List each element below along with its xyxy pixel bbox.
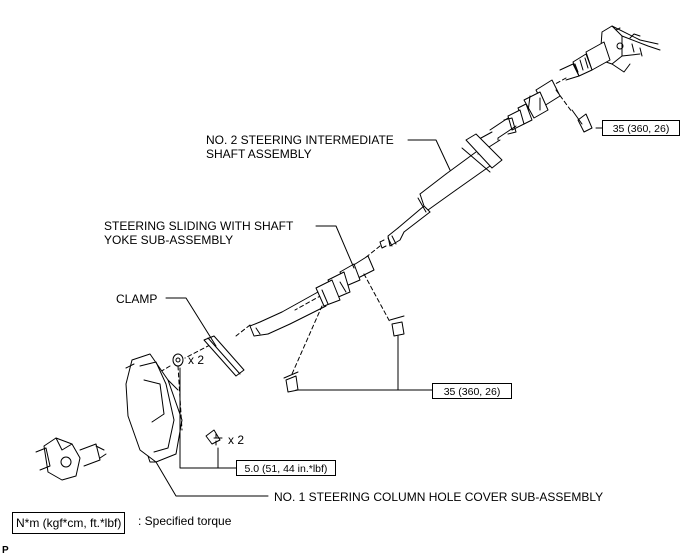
lower-bolt-left-part (283, 371, 299, 393)
sliding-yoke-leader (315, 225, 355, 269)
lower-bolt-right-part (389, 315, 405, 337)
lower-torque-leader (295, 335, 433, 391)
intermediate-shaft-label-line1: NO. 2 STEERING INTERMEDIATE (206, 133, 394, 147)
hole-cover-leader (155, 461, 269, 497)
sliding-yoke-label-line1: STEERING SLIDING WITH SHAFT (104, 219, 294, 233)
upper-bolt-part (571, 109, 593, 133)
nuts-torque-box: 5.0 (51, 44 in.*lbf) (236, 460, 336, 476)
hole-cover-part (125, 353, 183, 463)
upper-bolt-torque-box: 35 (360, 26) (602, 120, 680, 136)
bolt-alignment-lines (177, 89, 573, 449)
sliding-yoke-label: STEERING SLIDING WITH SHAFT YOKE SUB-ASS… (104, 219, 293, 247)
steering-gear-part (35, 437, 107, 481)
sliding-yoke-label-line2: YOKE SUB-ASSEMBLY (104, 233, 234, 247)
corner-mark: P (2, 545, 9, 556)
assembly-centerline (149, 77, 567, 379)
nut-torque-leader (179, 367, 237, 469)
clamp-part (203, 335, 245, 377)
hole-cover-label: NO. 1 STEERING COLUMN HOLE COVER SUB-ASS… (274, 490, 604, 504)
intermediate-shaft-label-line2: SHAFT ASSEMBLY (206, 147, 312, 161)
clamp-leader (165, 297, 217, 347)
nut-part (172, 353, 184, 367)
screw-part (205, 429, 223, 445)
lower-bolts-torque-box: 35 (360, 26) (432, 383, 512, 399)
intermediate-shaft-leader (407, 139, 451, 171)
nuts-quantity: x 2 (188, 353, 205, 367)
intermediate-shaft-label: NO. 2 STEERING INTERMEDIATE SHAFT ASSEMB… (206, 133, 394, 161)
clamp-label: CLAMP (116, 292, 158, 306)
intermediate-shaft-part (379, 79, 561, 249)
screws-quantity: x 2 (228, 433, 245, 447)
steering-column-part (559, 25, 661, 81)
sliding-yoke-part (249, 255, 375, 337)
torque-unit-legend: N*m (kgf*cm, ft.*lbf) (12, 512, 126, 534)
torque-legend-meaning: : Specified torque (138, 514, 232, 528)
